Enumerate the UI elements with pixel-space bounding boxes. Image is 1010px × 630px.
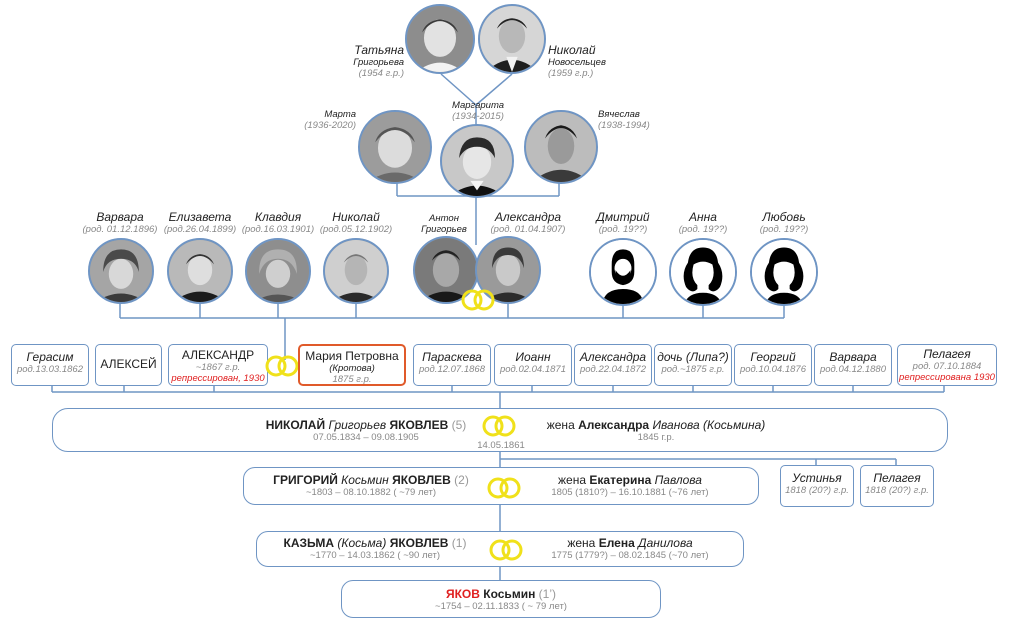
wedding-rings-icon [489,539,523,561]
label-tatyana: Татьяна Григорьева (1954 г.р.) [353,43,404,79]
wedding-rings-icon [265,355,299,377]
person-box-gerasim: Герасим род.13.03.1862 [11,344,89,386]
label-vyacheslav: Вячеслав (1938-1994) [598,109,650,131]
label-marta: Марта (1936-2020) [304,109,356,131]
person-box-aleksandr: АЛЕКСАНДР ~1867 г.р. репрессирован, 1930 [168,344,268,386]
person-box-georgiy: Георгий род.10.04.1876 [734,344,812,386]
person-box-pelageya-gen5: Пелагея род. 07.10.1884 репрессирована 1… [897,344,997,386]
person-ekaterina-pavlova: жена Екатерина Павлова 1805 (1810?) – 16… [551,473,709,498]
wedding-rings-icon [482,415,516,437]
person-box-yakov [341,580,661,618]
female-silhouette-icon [669,238,737,306]
person-box-pelageya-gen3: Пелагея 1818 (20?) г.р. [860,465,934,507]
couple-box-kazma [256,531,744,567]
portrait-nikolay-gen6 [323,238,389,304]
label-nikolay-novoseltsev: Николай Новосельцев (1959 г.р.) [548,43,606,79]
label-elizaveta: Елизавета (род.26.04.1899) [163,210,237,235]
label-klavdiya: Клавдия (род.16.03.1901) [241,210,315,235]
wedding-rings-icon [487,477,521,499]
portrait-tatyana [405,4,475,74]
person-box-ioann: Иоанн род.02.04.1871 [494,344,572,386]
label-aleksandra-gen6: Александра (род. 01.04.1907) [490,210,566,235]
portrait-elizaveta [167,238,233,304]
person-box-lipa: дочь (Липа?) род.~1875 г.р. [654,344,732,386]
male-silhouette-icon [589,238,657,306]
portrait-klavdiya [245,238,311,304]
female-silhouette-icon [750,238,818,306]
wedding-date: 14.05.1861 [477,440,525,451]
portrait-margarita [440,124,514,198]
person-box-aleksandra-gen5: Александра род.22.04.1872 [574,344,652,386]
person-kazma-yakovlev: КАЗЬМА (Косьма) ЯКОВЛЕВ (1) ~1770 – 14.0… [283,536,467,561]
person-box-ustinya: Устинья 1818 (20?) г.р. [780,465,854,507]
person-grigoriy-yakovlev: ГРИГОРИЙ Косьмин ЯКОВЛЕВ (2) ~1803 – 08.… [273,473,469,498]
label-lyubov: Любовь (род. 19??) [759,210,809,235]
person-box-paraskeva: Параскева род.12.07.1868 [413,344,491,386]
person-box-mariya: Мария Петровна (Кротова) 1875 г.р. [298,344,406,386]
portrait-marta [358,110,432,184]
person-aleksandra-kosmina: жена Александра Иванова (Косьмина) 1845 … [546,418,766,443]
label-varvara: Варвара (род. 01.12.1896) [82,210,158,235]
label-dmitriy: Дмитрий (род. 19??) [596,210,650,235]
label-anton: Антон Григорьев [421,213,467,235]
wedding-rings-icon [461,289,495,311]
person-yakov-kosmin: ЯКОВ Косьмин (1’) ~1754 – 02.11.1833 ( ~… [435,587,567,612]
portrait-nikolay-novoseltsev [478,4,546,74]
label-anna: Анна (род. 19??) [678,210,728,235]
label-margarita: Маргарита (1934-2015) [451,100,505,122]
person-box-aleksey: АЛЕКСЕЙ [95,344,162,386]
portrait-vyacheslav [524,110,598,184]
person-nikolay-yakovlev: НИКОЛАЙ Григорьев ЯКОВЛЕВ (5) 07.05.1834… [265,418,467,443]
label-nikolay-gen6: Николай (род.05.12.1902) [319,210,393,235]
portrait-varvara [88,238,154,304]
person-box-varvara-gen5: Варвара род.04.12.1880 [814,344,892,386]
portrait-anton [413,236,479,304]
person-elena-danilova: жена Елена Данилова 1775 (1779?) – 08.02… [551,536,709,561]
